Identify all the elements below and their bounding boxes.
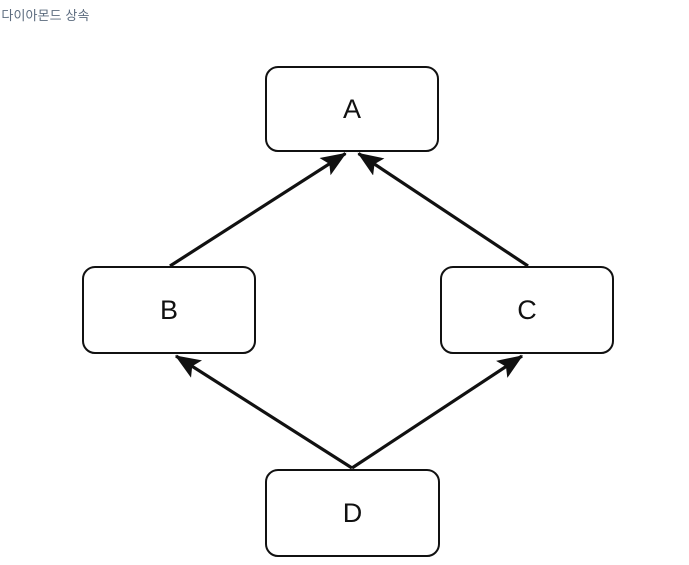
edge-d-to-c (351, 354, 524, 470)
node-d-label: D (342, 497, 363, 528)
edge-c-to-a (357, 152, 529, 268)
node-c-label: C (517, 294, 537, 325)
node-a-label: A (342, 93, 361, 124)
node-b[interactable]: B (82, 266, 256, 354)
edge-b-to-a (169, 152, 347, 268)
node-c[interactable]: C (440, 266, 614, 354)
page-title: ; 다이아몬드 상속 (0, 8, 90, 23)
node-d[interactable]: D (265, 469, 440, 557)
edge-d-to-b (174, 354, 353, 470)
node-b-label: B (159, 294, 178, 325)
node-a[interactable]: A (265, 66, 439, 152)
